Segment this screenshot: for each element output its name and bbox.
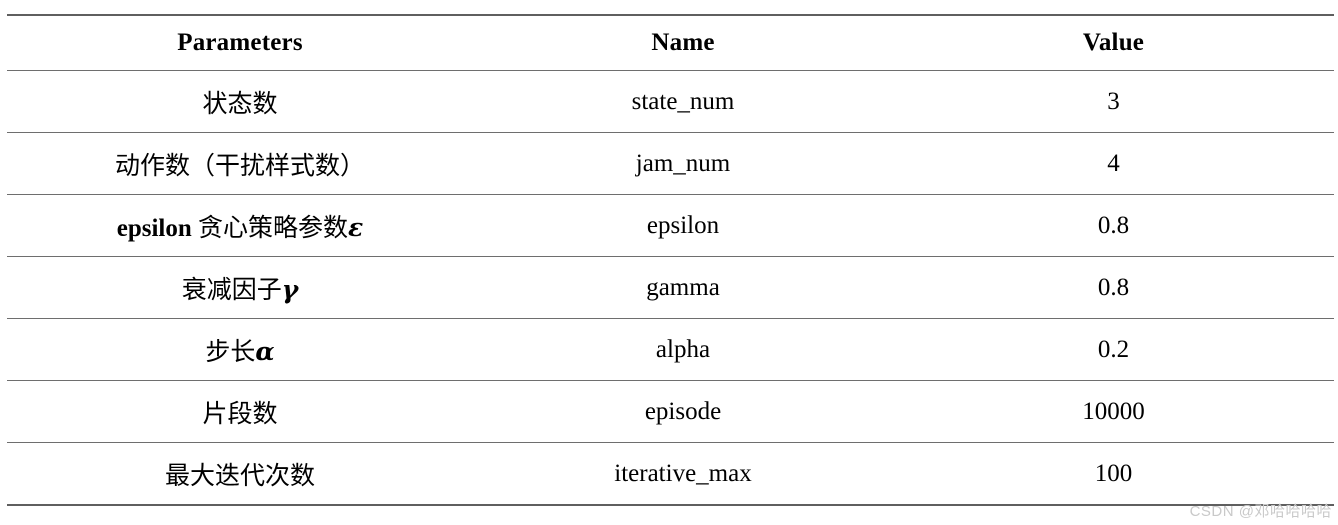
cell-value: 10000 xyxy=(1082,397,1145,425)
parameter-greek-symbol: ε xyxy=(348,212,364,242)
cell-name: iterative_max xyxy=(614,459,752,487)
cell-name: state_num xyxy=(631,87,735,115)
cell-name: alpha xyxy=(655,335,711,363)
cell-parameter: 步长α xyxy=(7,319,473,381)
cell-parameter: epsilon 贪心策略参数ε xyxy=(7,195,473,257)
table-row: 最大迭代次数 iterative_max 100 xyxy=(7,443,1334,506)
cell-value: 0.8 xyxy=(1097,211,1130,239)
parameter-cjk-text: 状态数 xyxy=(202,90,278,118)
parameter-cjk-text: 动作数（干扰样式数） xyxy=(114,152,365,180)
cell-parameter: 片段数 xyxy=(7,381,473,443)
parameter-cjk-text: 片段数 xyxy=(202,400,278,428)
column-header-name: Name xyxy=(651,29,715,56)
cell-name: epsilon xyxy=(646,211,720,239)
parameter-cjk-text: 最大迭代次数 xyxy=(164,462,315,490)
table-row: 步长α alpha 0.2 xyxy=(7,319,1334,381)
cell-value: 0.8 xyxy=(1097,273,1130,301)
parameter-table: Parameters Name Value 状态数 state_num 3 动作… xyxy=(7,14,1334,506)
cell-name: jam_num xyxy=(635,149,731,177)
parameter-table-container: Parameters Name Value 状态数 state_num 3 动作… xyxy=(7,14,1334,506)
table-row: epsilon 贪心策略参数ε epsilon 0.8 xyxy=(7,195,1334,257)
cell-value: 0.2 xyxy=(1097,335,1130,363)
column-header-value: Value xyxy=(1082,29,1145,56)
csdn-watermark: CSDN @邓哈哈哈哈 xyxy=(1189,503,1332,520)
cell-value: 4 xyxy=(1107,149,1120,177)
parameter-cjk-text: 贪心策略参数 xyxy=(191,214,349,242)
cell-name: episode xyxy=(644,397,722,425)
cell-value: 3 xyxy=(1107,87,1120,115)
table-row: 片段数 episode 10000 xyxy=(7,381,1334,443)
table-header-row: Parameters Name Value xyxy=(7,15,1334,71)
cell-value: 100 xyxy=(1094,459,1133,487)
cell-parameter: 动作数（干扰样式数） xyxy=(7,133,473,195)
cell-parameter: 最大迭代次数 xyxy=(7,443,473,506)
parameter-cjk-text: 衰减因子 xyxy=(181,276,282,304)
parameter-latin-text: epsilon xyxy=(116,214,192,242)
cell-parameter: 状态数 xyxy=(7,71,473,133)
parameter-cjk-text: 步长 xyxy=(205,338,256,366)
cell-parameter: 衰减因子γ xyxy=(7,257,473,319)
cell-name: gamma xyxy=(646,273,720,301)
table-row: 动作数（干扰样式数） jam_num 4 xyxy=(7,133,1334,195)
table-row: 状态数 state_num 3 xyxy=(7,71,1334,133)
parameter-greek-symbol: α xyxy=(255,336,275,366)
parameter-greek-symbol: γ xyxy=(281,274,299,304)
column-header-parameters: Parameters xyxy=(177,29,303,56)
table-row: 衰减因子γ gamma 0.8 xyxy=(7,257,1334,319)
